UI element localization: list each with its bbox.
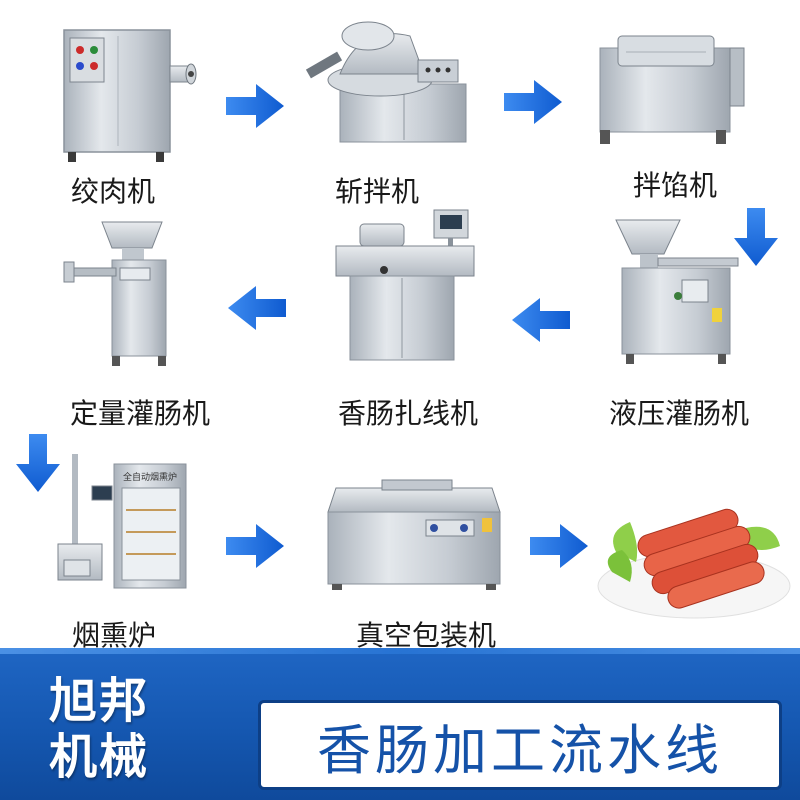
hydraulic-sausage-filler-machine: [615, 219, 739, 364]
bowl-chopper-machine: [305, 21, 467, 143]
vacuum-packaging-machine: [327, 479, 501, 590]
arrow-left-icon: [512, 298, 570, 342]
banner-title: 香肠加工流水线: [317, 718, 723, 782]
filling-mixer-machine: [599, 35, 745, 144]
smokehouse-panel-text: 全自动烟熏炉: [122, 473, 177, 483]
brand-logo: 旭邦 机械: [14, 670, 184, 788]
arrow-right-icon: [226, 84, 284, 128]
title-box: 香肠加工流水线: [258, 700, 782, 790]
brand-name-line2: 机械: [48, 729, 149, 785]
brand-name-line1: 旭邦: [48, 673, 149, 729]
step-label-tying-machine: 香肠扎线机: [337, 397, 478, 430]
step-label-filling-mixer: 拌馅机: [632, 169, 717, 202]
meat-grinder-machine: [63, 29, 197, 162]
arrow-down-icon: [734, 208, 778, 266]
arrow-right-icon: [226, 524, 284, 568]
smokehouse-oven: 全自动烟熏炉: [56, 450, 188, 590]
step-label-meat-grinder: 绞肉机: [70, 175, 155, 208]
arrow-down-icon: [16, 434, 60, 492]
step-label-vacuum-packer: 真空包装机: [355, 619, 496, 652]
step-label-bowl-chopper: 斩拌机: [334, 175, 419, 208]
step-label-hydraulic-filler: 液压灌肠机: [608, 397, 749, 430]
step-label-quantitative-filler: 定量灌肠机: [69, 397, 210, 430]
quantitative-sausage-filler-machine: [63, 221, 167, 366]
step-label-smokehouse: 烟熏炉: [71, 619, 156, 652]
arrow-left-icon: [228, 286, 286, 330]
sausage-tying-machine: [335, 209, 475, 361]
arrow-right-icon: [504, 80, 562, 124]
arrow-right-icon: [530, 524, 588, 568]
sausage-plate-image: [597, 508, 791, 619]
